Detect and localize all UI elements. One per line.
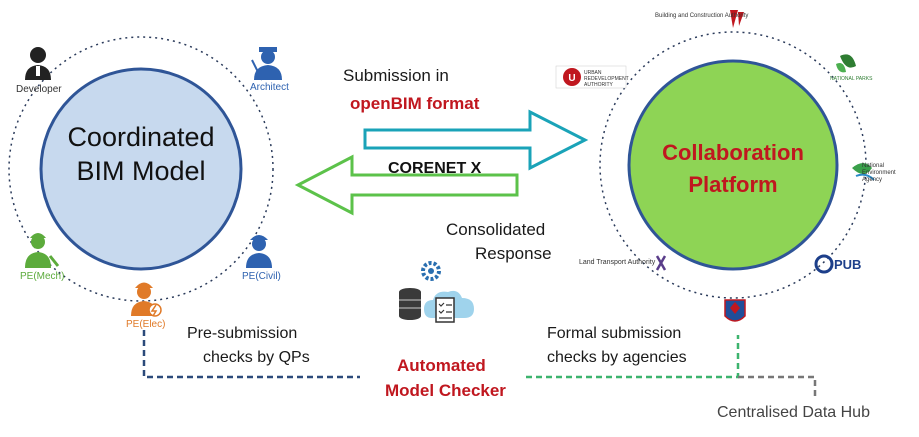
response-arrow <box>294 154 519 216</box>
pub-label: PUB <box>834 257 862 272</box>
lta-label: Land Transport Authority <box>579 259 656 266</box>
formal-submission-label-line1: Formal submission <box>547 325 682 342</box>
openbim-label: openBIM format <box>350 94 480 113</box>
coordinated-bim-circle <box>39 67 243 271</box>
response-label-line1: Consolidated <box>446 220 546 239</box>
pe-elec-label: PE(Elec) <box>126 319 166 330</box>
data-hub-label: Centralised Data Hub <box>717 404 870 421</box>
nea-logo <box>852 163 875 181</box>
left-circle-title-line1: Coordinated <box>67 122 215 152</box>
submission-arrow <box>363 109 589 171</box>
ura-label: URBAN REDEVELOPMENT AUTHORITY <box>584 70 629 88</box>
pe-mech-label: PE(Mech) <box>20 271 65 282</box>
left-circle-title-line2: BIM Model <box>76 156 206 186</box>
data-hub-connector <box>738 375 817 400</box>
nparks-logo <box>836 54 856 73</box>
right-circle-title-line1: Collaboration <box>662 140 804 165</box>
lta-logo <box>655 255 667 271</box>
pe-civil-icon <box>246 235 272 268</box>
pe-mech-icon <box>25 233 60 268</box>
response-label-line2: Response <box>475 244 552 263</box>
formal-submission-label-line2: checks by agencies <box>547 349 687 366</box>
pre-submission-connector <box>142 330 360 379</box>
bca-logo <box>730 10 744 28</box>
scdf-logo <box>724 299 746 322</box>
model-checker-label: Model Checker <box>385 381 506 400</box>
automated-label: Automated <box>397 356 486 375</box>
right-circle-title: Collaboration Platform <box>633 137 833 201</box>
submission-label: Submission in <box>343 66 449 85</box>
svg-text:U: U <box>568 73 575 84</box>
pub-logo <box>814 254 834 274</box>
right-circle-title-line2: Platform <box>688 172 778 197</box>
bca-label: Building and Construction Authority <box>655 13 749 19</box>
database-server-icon <box>399 288 421 320</box>
pe-elec-icon <box>131 282 162 317</box>
pre-submission-label-line2: checks by QPs <box>203 349 310 366</box>
checklist-icon <box>435 297 455 323</box>
ura-logo: U <box>555 65 627 89</box>
gear-icon <box>421 261 441 281</box>
pre-submission-label-line1: Pre-submission <box>187 325 298 342</box>
nparks-label: NATIONAL PARKS <box>830 76 873 82</box>
collaboration-platform-circle <box>627 59 839 271</box>
architect-label: Architect <box>250 82 289 93</box>
developer-icon <box>25 47 51 80</box>
architect-icon <box>251 47 282 81</box>
left-circle-title: Coordinated BIM Model <box>41 120 241 188</box>
left-orbit-ring <box>8 36 274 302</box>
nea-label: National Environment Agency <box>862 163 896 183</box>
pe-civil-label: PE(Civil) <box>242 271 281 282</box>
corenet-label: CORENET X <box>388 160 482 177</box>
developer-label: Developer <box>16 84 62 95</box>
